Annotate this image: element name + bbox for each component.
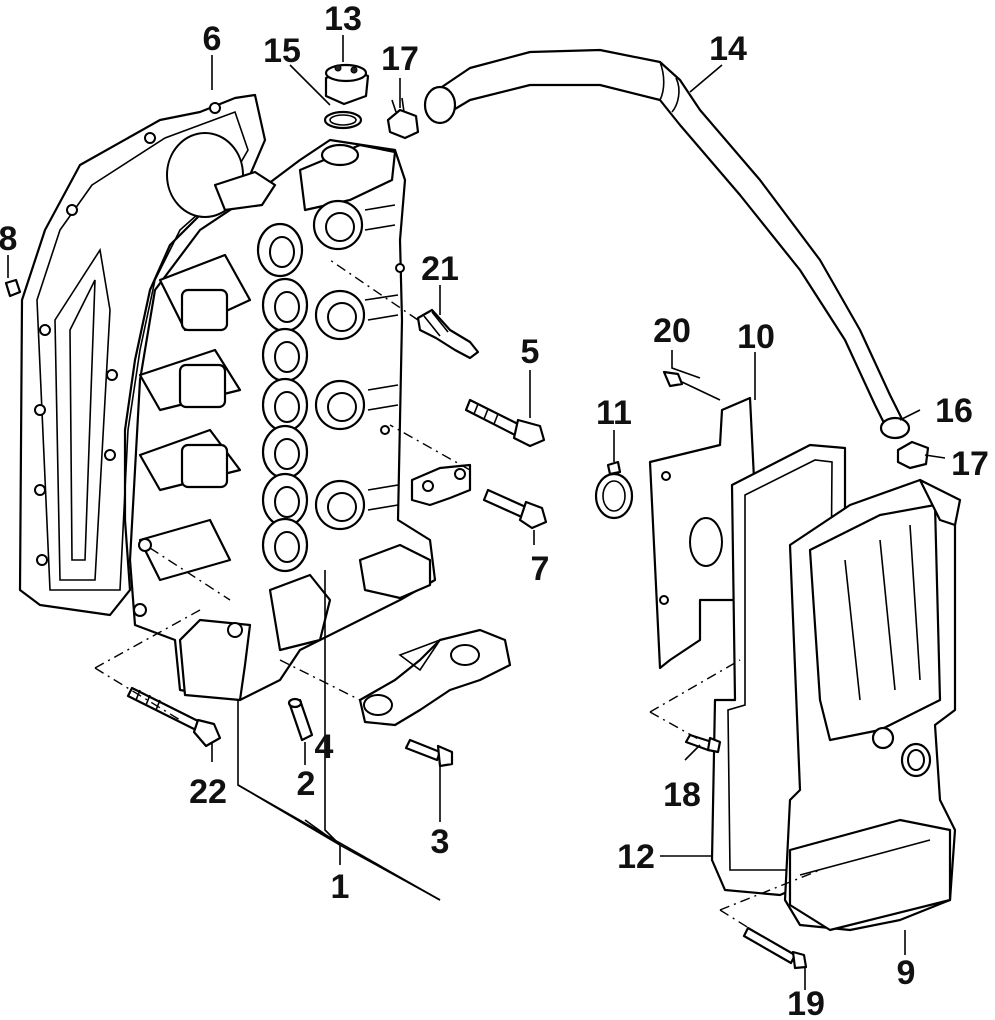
thermostat-cap [324,63,370,106]
plug-8 [4,278,22,298]
bolt-7 [482,488,548,530]
bolt-19 [742,926,808,970]
label-17-upper: 17 [381,40,419,78]
label-20: 20 [653,312,691,350]
label-18: 18 [663,776,701,814]
bearing-cap-large [358,628,512,727]
bolt-3 [404,738,454,768]
port-column-right [312,199,366,531]
cylinder-head-cover [783,478,962,932]
port-column-left [256,222,309,573]
label-16: 16 [935,392,973,430]
label-15: 15 [263,32,301,70]
label-21: 21 [421,250,459,288]
bearing-cap-small [389,424,472,507]
label-13: 13 [324,0,362,38]
label-14: 14 [709,30,747,68]
label-12: 12 [617,838,655,876]
dowel-pin [287,697,314,742]
label-10: 10 [737,318,775,356]
label-11: 11 [596,394,632,432]
label-7: 7 [531,550,550,588]
label-4: 4 [315,728,334,766]
label-3: 3 [431,823,450,861]
label-22: 22 [189,773,227,811]
label-9: 9 [897,954,916,992]
label-2: 2 [297,765,316,803]
leader-lines [7,35,946,990]
label-8: 8 [0,220,17,258]
label-6: 6 [203,20,222,58]
bolt-5 [464,398,546,448]
hose-clamp-upper [386,97,420,140]
water-hose [423,48,911,440]
bolt-18 [684,733,722,754]
spark-plug [329,259,480,360]
seal-ring [594,460,634,520]
label-17-lower: 17 [951,445,989,483]
hose-clamp-lower [896,440,930,470]
label-1: 1 [331,868,350,906]
bolt-20 [662,370,684,388]
cover-gasket [648,396,762,670]
label-5: 5 [521,333,540,371]
label-19: 19 [787,985,825,1020]
